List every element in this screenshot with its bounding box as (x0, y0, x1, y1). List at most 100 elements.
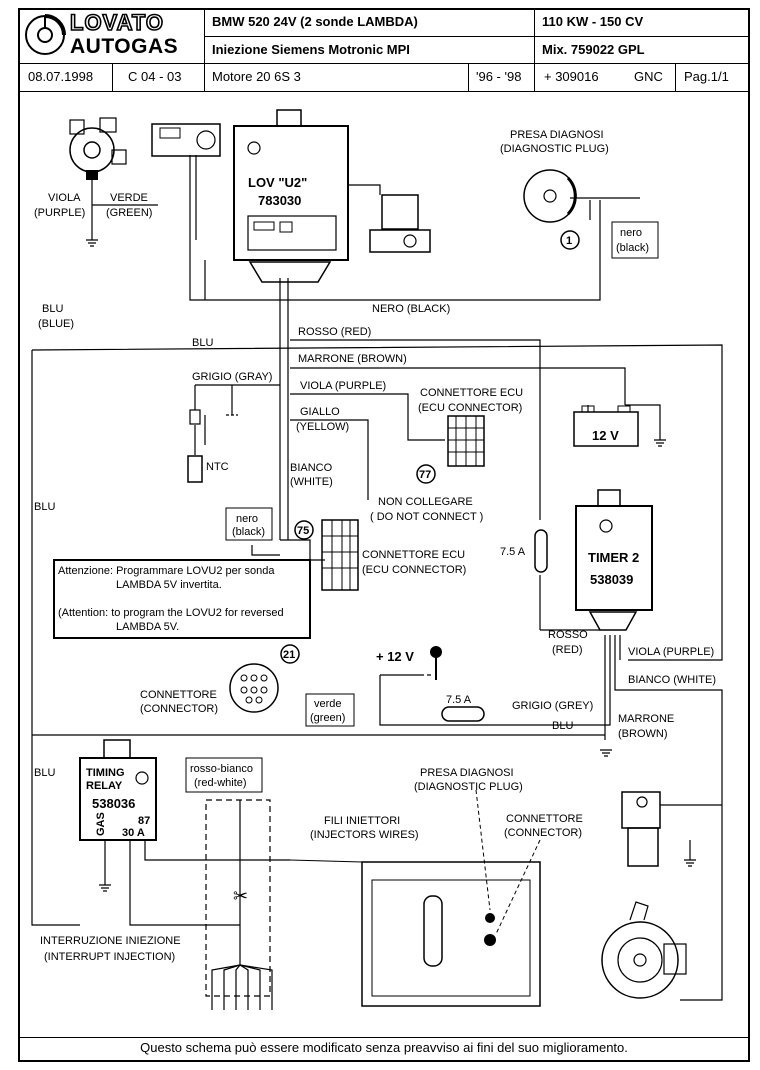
header-col-line (675, 63, 676, 91)
label-green2: (green) (310, 712, 345, 724)
label-blu-upper: BLU (42, 303, 63, 315)
label-pin87: 87 (138, 815, 150, 827)
label-non-collegare: NON COLLEGARE (378, 496, 473, 508)
diagnostic-plug-1-icon (523, 169, 577, 223)
label-lov-title: LOV "U2" (248, 175, 307, 190)
engine-power: 110 KW - 150 CV (542, 14, 644, 29)
mixer-code: Mix. 759022 GPL (542, 42, 645, 57)
label-gas: GAS (95, 812, 107, 836)
label-pin30a: 30 A (122, 827, 145, 839)
wires (31, 155, 723, 1001)
injection-system: Iniezione Siemens Motronic MPI (212, 42, 410, 57)
label-ntc: NTC (206, 461, 229, 473)
header-mid-line (204, 36, 750, 37)
rosso-bianco-label-box (185, 757, 263, 793)
ecu-connector-2-icon (321, 519, 359, 591)
label-conn3-en: (CONNECTOR) (504, 827, 582, 839)
label-viola-en: (PURPLE) (34, 207, 85, 219)
header-bottom-line (18, 91, 750, 92)
label-blu-lower: BLU (552, 720, 573, 732)
diagram-date: 08.07.1998 (28, 69, 94, 84)
label-red-white: (red-white) (194, 777, 247, 789)
label-conn-ecu2: CONNETTORE ECU (362, 549, 465, 561)
logo-name: LOVATO (69, 10, 164, 35)
label-grigio-gray: GRIGIO (GRAY) (192, 371, 272, 383)
ref-number-21: 21 (283, 649, 295, 661)
label-note-line4: LAMBDA 5V. (116, 621, 179, 633)
engine-code: Motore 20 6S 3 (212, 69, 301, 84)
label-timing2: RELAY (86, 780, 123, 792)
label-bianco2: BIANCO (WHITE) (628, 674, 716, 686)
label-interruzione: INTERRUZIONE INIEZIONE (40, 935, 181, 947)
ref-number-75: 75 (297, 525, 309, 537)
label-fili: FILI INIETTORI (324, 815, 400, 827)
interrupt-injection-box (205, 799, 271, 997)
label-nero-black: NERO (BLACK) (372, 303, 450, 315)
page-number: Pag.1/1 (684, 69, 729, 84)
label-marrone2: MARRONE (618, 713, 674, 725)
label-viola-purple: VIOLA (PURPLE) (300, 380, 386, 392)
lovato-logo-icon (25, 14, 66, 55)
label-fuse2: 7.5 A (446, 694, 472, 706)
label-presa1-en: (DIAGNOSTIC PLUG) (500, 143, 609, 155)
diagram-labels: VIOLA (PURPLE) VERDE (GREEN) LOV "U2" 78… (34, 129, 716, 963)
ref-circles (280, 230, 580, 664)
label-conn-ecu2-en: (ECU CONNECTOR) (362, 564, 466, 576)
nero-label-box (611, 221, 659, 259)
round-connector-icon (229, 663, 279, 713)
diagram-code: C 04 - 03 (128, 69, 182, 84)
header-divider (18, 63, 750, 64)
lov-u2-ecu-box (233, 109, 349, 283)
sheet-border (18, 8, 750, 1062)
label-blu-mid: BLU (192, 337, 213, 349)
label-rosso-bianco: rosso-bianco (190, 763, 253, 775)
verde-label-box (305, 693, 355, 727)
label-black2: (black) (232, 526, 265, 538)
label-grigio-grey: GRIGIO (GREY) (512, 700, 593, 712)
ref-number-77: 77 (419, 469, 431, 481)
label-rosso2: ROSSO (548, 629, 588, 641)
label-giallo-en: (YELLOW) (296, 421, 349, 433)
label-conn3: CONNETTORE (506, 813, 583, 825)
header-col-line (534, 8, 535, 91)
attention-note-box (53, 559, 311, 639)
label-viola: VIOLA (48, 192, 81, 204)
label-marrone-brown: MARRONE (BROWN) (298, 353, 407, 365)
lambda-sensor-plug-icon (151, 123, 221, 157)
label-note-line1: Attenzione: Programmare LOVU2 per sonda (58, 565, 275, 577)
kit-number: + 309016 (544, 69, 599, 84)
label-blu-bottom: BLU (34, 767, 55, 779)
vehicle-title: BMW 520 24V (2 sonde LAMBDA) (212, 14, 418, 29)
ignition-key-icon (420, 646, 442, 680)
distributor-icon (69, 117, 127, 180)
logo-subtitle: AUTOGAS (70, 35, 179, 58)
timer-2-box (575, 489, 653, 631)
label-verde2: verde (314, 698, 342, 710)
label-verde-en: (GREEN) (106, 207, 152, 219)
nero-label-box-2 (225, 507, 273, 541)
label-verde: VERDE (110, 192, 148, 204)
label-bianco-en: (WHITE) (290, 476, 333, 488)
footer-divider (18, 1037, 750, 1038)
battery-12v-icon (573, 405, 639, 447)
label-fili-en: (INJECTORS WIRES) (310, 829, 419, 841)
label-timer-code: 538039 (590, 572, 633, 587)
header-col-line (112, 63, 113, 91)
label-presa1: PRESA DIAGNOSI (510, 129, 604, 141)
header-col-line (468, 63, 469, 91)
scissors-cut-icon: ✂ (233, 886, 248, 906)
label-presa2-en: (DIAGNOSTIC PLUG) (414, 781, 523, 793)
label-lov-code: 783030 (258, 193, 301, 208)
label-black-small: (black) (616, 242, 649, 254)
model-years: '96 - '98 (476, 69, 522, 84)
label-fuse1: 7.5 A (500, 546, 526, 558)
fuse-1-icon (534, 529, 548, 573)
label-timing-code: 538036 (92, 796, 135, 811)
ground-symbols (86, 239, 696, 892)
label-rosso-red: ROSSO (RED) (298, 326, 371, 338)
label-connector: (CONNECTOR) (140, 703, 218, 715)
label-brown2: (BROWN) (618, 728, 668, 740)
engine-ecu-housing-icon (289, 789, 541, 1007)
label-timer-title: TIMER 2 (588, 550, 639, 565)
